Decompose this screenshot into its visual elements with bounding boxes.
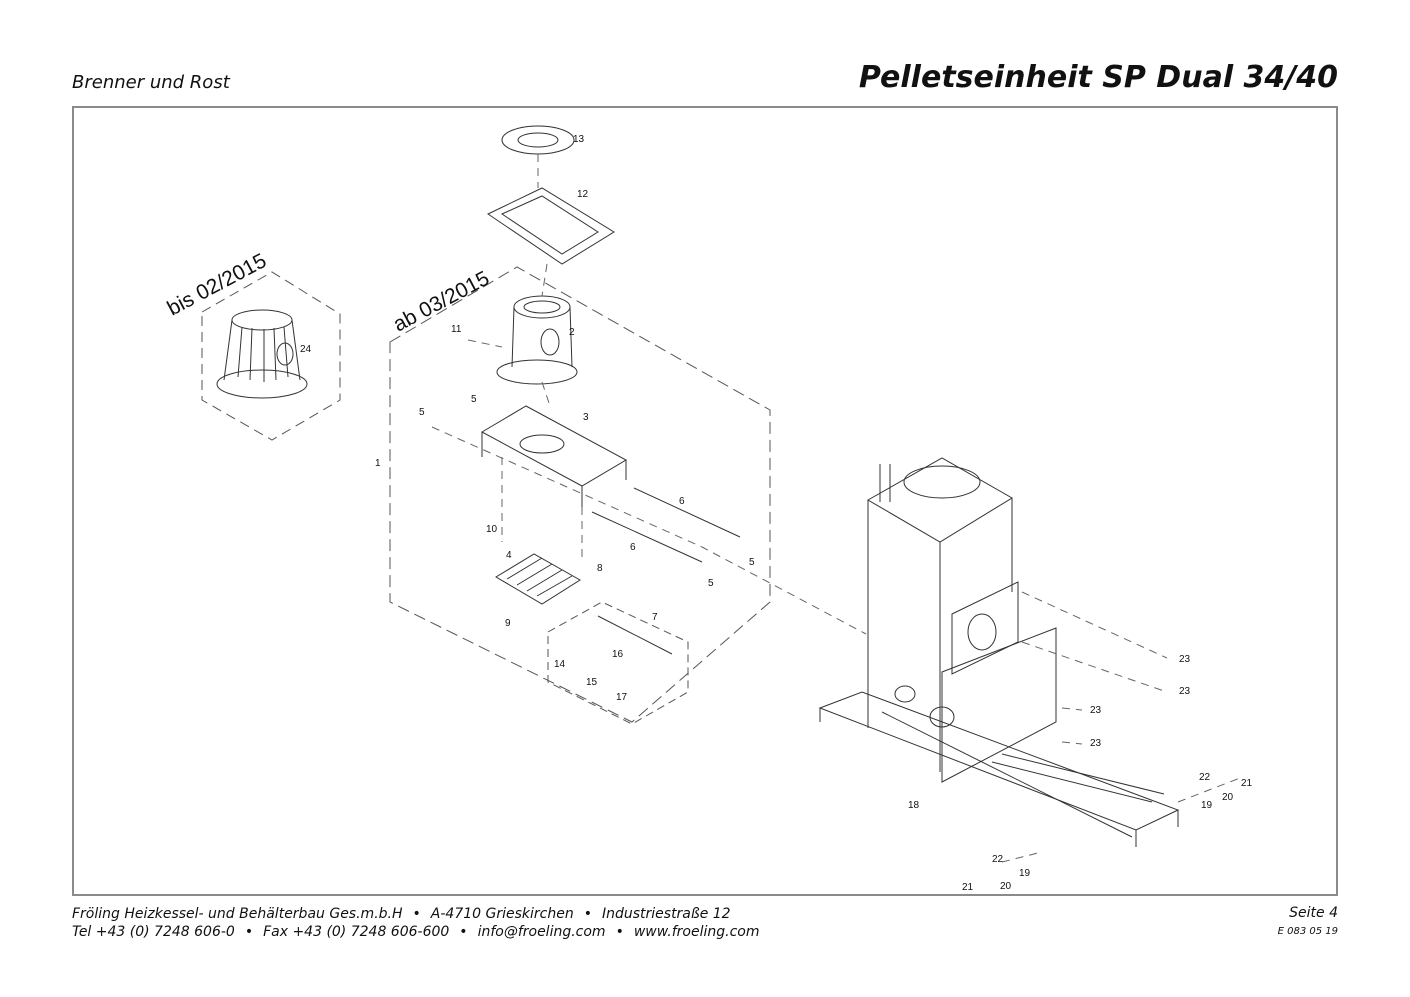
part-number-label: 5 [708, 578, 714, 589]
grate-frame [480, 405, 628, 507]
part-number-label: 4 [506, 550, 512, 561]
part-number-label: 21 [962, 882, 974, 893]
part-number-label: 22 [1199, 772, 1211, 783]
burner-pot-old [216, 309, 308, 399]
part-number-label: 1 [375, 458, 381, 469]
version-label-new: ab 03/2015 [390, 267, 494, 337]
part-number-label: 23 [1090, 705, 1102, 716]
part-number-label: 5 [471, 394, 477, 405]
sealing-ring [501, 125, 575, 155]
email-link[interactable]: info@froeling.com [477, 924, 606, 940]
part-number-label: 12 [577, 189, 589, 200]
burner-head [496, 295, 578, 385]
part-number-label: 20 [1222, 792, 1234, 803]
kit-outline [547, 601, 689, 725]
part-number-label: 2 [569, 327, 575, 338]
part-number-label: 19 [1019, 868, 1031, 879]
part-number-label: 3 [583, 412, 589, 423]
old-version-outline [201, 271, 341, 441]
company-city: A-4710 Grieskirchen [430, 906, 574, 922]
part-number-label: 9 [505, 618, 511, 629]
fax: Fax +43 (0) 7248 606-600 [263, 924, 450, 940]
part-number-label: 14 [554, 659, 566, 670]
guide-rods [591, 487, 741, 563]
part-number-label: 5 [749, 557, 755, 568]
gasket-plate [486, 187, 615, 265]
part-number-label: 23 [1179, 686, 1191, 697]
part-number-label: 13 [573, 134, 585, 145]
part-number-label: 19 [1201, 800, 1213, 811]
company-name: Fröling Heizkessel- und Behälterbau Ges.… [72, 906, 403, 922]
page-number: Seite 4 [1289, 905, 1338, 921]
exploded-drawing: 1312211245531610648559714161517232323231… [164, 125, 1253, 893]
new-version-outline [389, 266, 771, 723]
part-number-label: 11 [451, 324, 462, 335]
boiler-housing [818, 457, 1180, 847]
part-number-label: 15 [586, 677, 598, 688]
document-code: E 083 05 19 [1277, 926, 1338, 937]
part-number-label: 6 [679, 496, 685, 507]
assembly-axis [431, 426, 867, 635]
part-number-label: 18 [908, 800, 920, 811]
footer-line-company: Fröling Heizkessel- und Behälterbau Ges.… [72, 906, 731, 922]
part-number-label: 23 [1090, 738, 1102, 749]
page-title: Pelletseinheit SP Dual 34/40 [858, 60, 1338, 95]
part-number-label: 22 [992, 854, 1004, 865]
footer-contact: Fröling Heizkessel- und Behälterbau Ges.… [72, 905, 760, 941]
company-street: Industriestraße 12 [601, 906, 731, 922]
part-number-label: 6 [630, 542, 636, 553]
part-number-label: 8 [597, 563, 603, 574]
part-number-label: 20 [1000, 881, 1012, 892]
part-number-label: 16 [612, 649, 624, 660]
lever-rod [597, 615, 673, 655]
website-link[interactable]: www.froeling.com [633, 924, 760, 940]
part-number-label: 7 [652, 612, 658, 623]
part-number-label: 23 [1179, 654, 1191, 665]
part-number-label: 17 [616, 692, 628, 703]
part-number-label: 5 [419, 407, 425, 418]
footer-line-contact: Tel +43 (0) 7248 606-0•Fax +43 (0) 7248 … [72, 924, 760, 940]
part-number-label: 10 [486, 524, 498, 535]
part-number-label: 21 [1241, 778, 1253, 789]
version-label-old: bis 02/2015 [164, 249, 271, 320]
grate-plate [495, 553, 581, 605]
part-number-label: 24 [300, 344, 312, 355]
phone: Tel +43 (0) 7248 606-0 [72, 924, 235, 940]
section-subtitle: Brenner und Rost [72, 72, 230, 93]
